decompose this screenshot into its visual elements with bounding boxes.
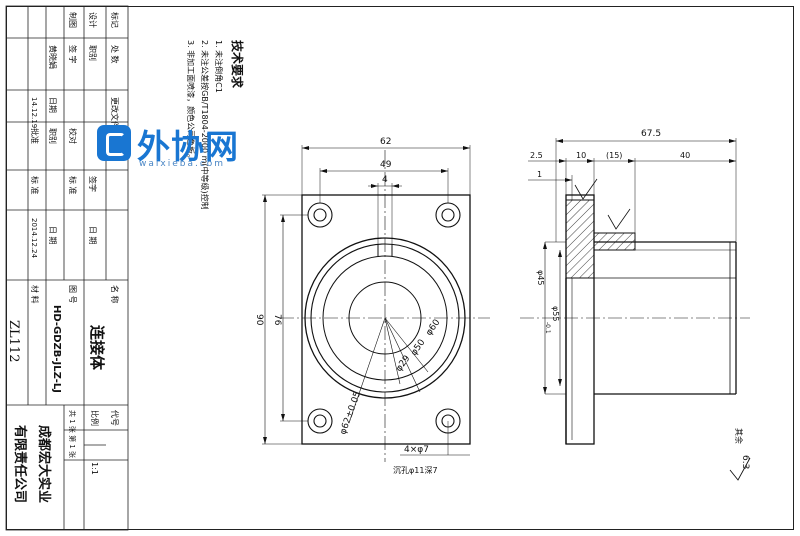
tb-code-label: 代号 <box>110 410 120 426</box>
title-block <box>5 5 129 531</box>
tb-material-label: 材 料 <box>30 285 40 304</box>
dim-d62: φ62±0.05 <box>338 390 363 436</box>
dim-tol: -0.1 <box>544 322 551 334</box>
dim-2-5: 2.5 <box>530 151 543 160</box>
dim-d60: φ60 <box>424 318 442 338</box>
tb-qty: 处 数 <box>110 45 120 64</box>
tb-designer: 设计 <box>88 12 98 28</box>
dim-d55: φ55 <box>551 306 560 321</box>
tb-drafter: 制图 <box>68 12 78 28</box>
tb-duty2: 职别 <box>48 128 57 144</box>
front-view <box>262 145 490 462</box>
tb-date-label2: 日 期 <box>48 226 57 245</box>
dim-width-holes: 49 <box>380 160 392 170</box>
watermark-logo-icon <box>97 125 131 161</box>
drawing-frame <box>6 6 794 530</box>
tb-drafter-name: 黄晓娟 <box>48 45 58 69</box>
dim-d50: φ50 <box>409 338 427 358</box>
tb-mark: 标记 <box>110 12 120 28</box>
tb-date1: 14.12.19 <box>30 97 38 128</box>
dim-d45: φ45 <box>536 270 545 285</box>
dim-holes: 4×φ7 <box>404 445 429 455</box>
side-view-arrows <box>543 139 736 394</box>
tb-name-label: 名 称 <box>110 285 120 304</box>
dim-15: (15) <box>606 151 622 160</box>
front-view-arrows <box>263 146 470 444</box>
tb-date: 日期 <box>48 97 57 113</box>
tb-approve: 批准 <box>30 128 40 144</box>
watermark-url: waixieba.com <box>139 159 226 169</box>
tb-review2: 标 准 <box>30 176 40 195</box>
tb-date2: 2014.12.24 <box>30 218 38 259</box>
tb-change-doc: 更改文件号 <box>110 97 120 137</box>
dim-10: 10 <box>576 151 586 160</box>
tb-company-2: 有限责任公司 <box>12 425 28 503</box>
tech-requirements: 技术要求 1. 未注倒角C1 2. 未注公差按GB/T1804-2000 m(中… <box>186 40 245 210</box>
front-view-dim-texts: 62 49 4 90 76 φ60 φ50 φ29 φ62±0.05 4×φ7 … <box>254 137 443 475</box>
tech-req-title: 技术要求 <box>230 40 245 89</box>
dim-counterbore: 沉孔φ11深7 <box>393 466 438 475</box>
side-view <box>520 138 750 445</box>
title-block-texts: 标记 处 数 设计 职别 制图 签 字 黄晓娟 日期 14.12.19 批准 更… <box>6 12 120 503</box>
dim-height-outer: 90 <box>254 314 264 326</box>
tb-part-name: 连接体 <box>88 325 106 371</box>
tech-req-item-3: 3. 非加工面喷漆，颜色公司色板。 <box>186 40 196 162</box>
tb-sign2: 签字 <box>88 176 98 192</box>
surface-note: 6.3 其余 <box>729 428 751 481</box>
dim-width-outer: 62 <box>380 137 391 147</box>
tb-sign: 签 字 <box>68 45 78 64</box>
tb-sheets: 共 1 张 第 1 张 <box>68 410 77 458</box>
surface-note-label: 其余 <box>734 428 744 444</box>
tb-duty: 职别 <box>88 45 97 61</box>
tb-scale: 1:1 <box>90 462 99 475</box>
watermark-text: 外协网 <box>137 127 239 166</box>
tech-req-item-2: 2. 未注公差按GB/T1804-2000 m(中等级)控制 <box>200 40 210 210</box>
dim-40: 40 <box>680 151 690 160</box>
dim-total: 67.5 <box>641 129 661 139</box>
tb-review: 标 准 <box>68 176 78 195</box>
tb-company-1: 成都宏大实业 <box>36 425 52 503</box>
surface-note-value: 6.3 <box>740 455 750 469</box>
dim-height-holes: 76 <box>272 314 282 326</box>
tech-req-item-1: 1. 未注倒角C1 <box>214 40 224 93</box>
tb-number-label: 图 号 <box>68 285 77 304</box>
side-view-dim-texts: 67.5 2.5 10 (15) 40 1 φ45 φ55 -0.1 <box>530 129 690 334</box>
tb-material: ZL112 <box>6 320 21 362</box>
tb-date-label: 日 期 <box>88 226 97 245</box>
tb-scale-label: 比例 <box>90 410 100 426</box>
tb-check: 校对 <box>68 128 78 144</box>
dim-slot: 4 <box>382 175 388 185</box>
dim-1: 1 <box>537 170 542 179</box>
tb-drawing-no: HD-GDZB-JLZ-LJ <box>51 305 62 393</box>
